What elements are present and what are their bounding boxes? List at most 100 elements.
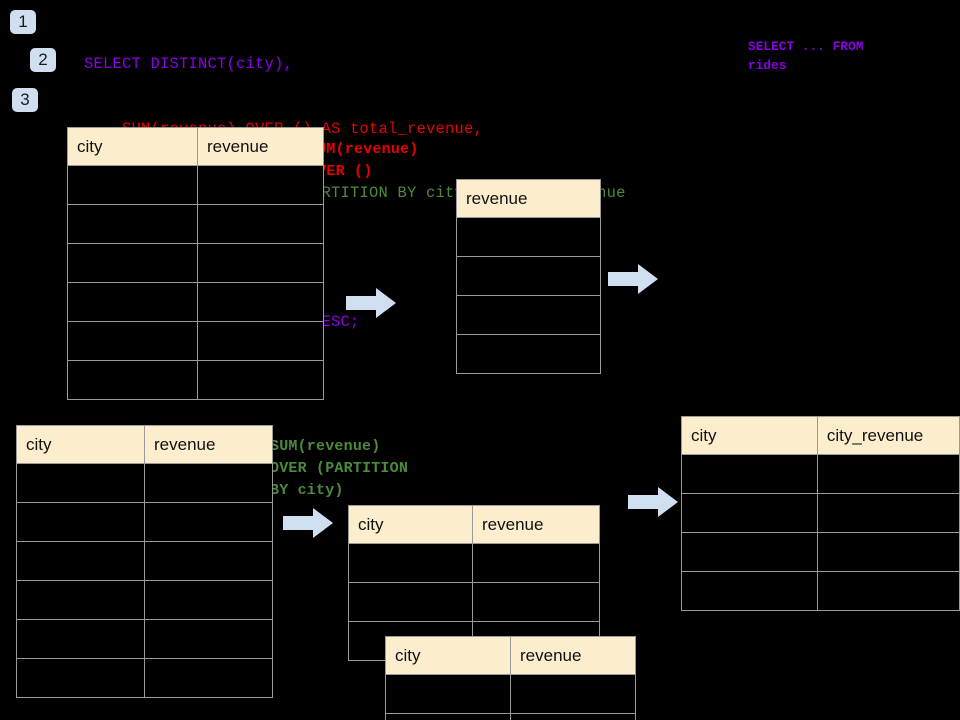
column-header-revenue: revenue [144, 425, 273, 464]
cell-city [681, 571, 818, 611]
cell-revenue [197, 165, 324, 205]
cell-revenue [456, 295, 601, 335]
column-header-revenue: revenue [197, 127, 324, 166]
cell-revenue [472, 543, 600, 583]
arrow-rides-to-partitions [283, 508, 333, 538]
cell-revenue [144, 541, 273, 581]
table-row [385, 674, 636, 714]
cell-revenue [510, 674, 636, 714]
cell-city [348, 582, 473, 622]
cell-city-revenue [816, 493, 960, 533]
cell-revenue [144, 502, 273, 542]
cell-city [16, 580, 145, 620]
cell-city [67, 165, 198, 205]
cell-revenue [197, 321, 324, 361]
cell-city [67, 204, 198, 244]
cell-city [348, 543, 473, 583]
arrow-partitions-to-result [628, 487, 678, 517]
table-row [67, 282, 324, 322]
table-row [16, 463, 273, 503]
cell-revenue [197, 360, 324, 400]
table-row [681, 454, 960, 494]
rides-source-table-top: city revenue [67, 127, 324, 400]
table-header-row: city revenue [385, 636, 636, 675]
cell-city [67, 321, 198, 361]
table-row [67, 243, 324, 283]
cell-revenue [456, 217, 601, 257]
cell-revenue [197, 282, 324, 322]
column-header-city: city [681, 416, 818, 455]
column-header-city: city [16, 425, 145, 464]
cell-revenue [144, 619, 273, 659]
table-row [385, 713, 636, 720]
table-row [681, 532, 960, 572]
table-row [681, 493, 960, 533]
step-badge-1: 1 [10, 10, 36, 34]
table-row [67, 321, 324, 361]
cell-revenue [510, 713, 636, 720]
step-badge-2: 2 [30, 48, 56, 72]
step-badge-3: 3 [12, 88, 38, 112]
cell-city [16, 463, 145, 503]
cell-city [681, 454, 818, 494]
column-header-revenue: revenue [510, 636, 636, 675]
column-header-city-revenue: city_revenue [816, 416, 960, 455]
cell-city [385, 674, 511, 714]
table-row [456, 256, 601, 296]
cell-city [16, 658, 145, 698]
table-row [67, 204, 324, 244]
cell-city-revenue [816, 532, 960, 572]
table-header-row: city city_revenue [681, 416, 960, 455]
column-header-city: city [67, 127, 198, 166]
column-header-revenue: revenue [456, 179, 601, 218]
cell-city [681, 493, 818, 533]
final-result-table: city city_revenue [681, 416, 960, 611]
cell-revenue [144, 580, 273, 620]
note-sum-over-empty: SUM(revenue) OVER () [308, 141, 419, 180]
cell-revenue [144, 463, 273, 503]
rides-source-table-bottom: city revenue [16, 425, 273, 698]
table-row [67, 360, 324, 400]
cell-revenue [456, 256, 601, 296]
cell-city [67, 243, 198, 283]
column-header-city: city [348, 505, 473, 544]
cell-city [67, 360, 198, 400]
table-row [456, 295, 601, 335]
cell-revenue [197, 243, 324, 283]
cell-city [16, 502, 145, 542]
note-select-from-rides: SELECT ... FROM rides [748, 40, 864, 73]
table-row [67, 165, 324, 205]
table-row [16, 541, 273, 581]
partition-group-table-a: city revenue [348, 505, 600, 661]
table-row [456, 334, 601, 374]
table-row [348, 582, 600, 622]
cell-revenue [144, 658, 273, 698]
arrow-rides-to-total-revenue [346, 288, 396, 318]
table-row [16, 658, 273, 698]
table-header-row: city revenue [67, 127, 324, 166]
cell-city [385, 713, 511, 720]
table-row [681, 571, 960, 611]
cell-city [16, 619, 145, 659]
sql-line-select: SELECT DISTINCT(city), [84, 55, 294, 73]
cell-city-revenue [816, 571, 960, 611]
table-row [348, 543, 600, 583]
table-row [16, 619, 273, 659]
table-row [16, 580, 273, 620]
cell-city [16, 541, 145, 581]
table-header-row: revenue [456, 179, 601, 218]
column-header-revenue: revenue [472, 505, 600, 544]
arrow-total-revenue-to-result [608, 264, 658, 294]
total-revenue-table: revenue [456, 179, 601, 374]
cell-city-revenue [816, 454, 960, 494]
note-sum-over-partition: SUM(revenue) OVER (PARTITION BY city) [270, 438, 409, 499]
table-row [456, 217, 601, 257]
cell-revenue [197, 204, 324, 244]
cell-city [67, 282, 198, 322]
table-header-row: city revenue [348, 505, 600, 544]
cell-city [681, 532, 818, 572]
table-row [16, 502, 273, 542]
cell-revenue [456, 334, 601, 374]
cell-revenue [472, 582, 600, 622]
